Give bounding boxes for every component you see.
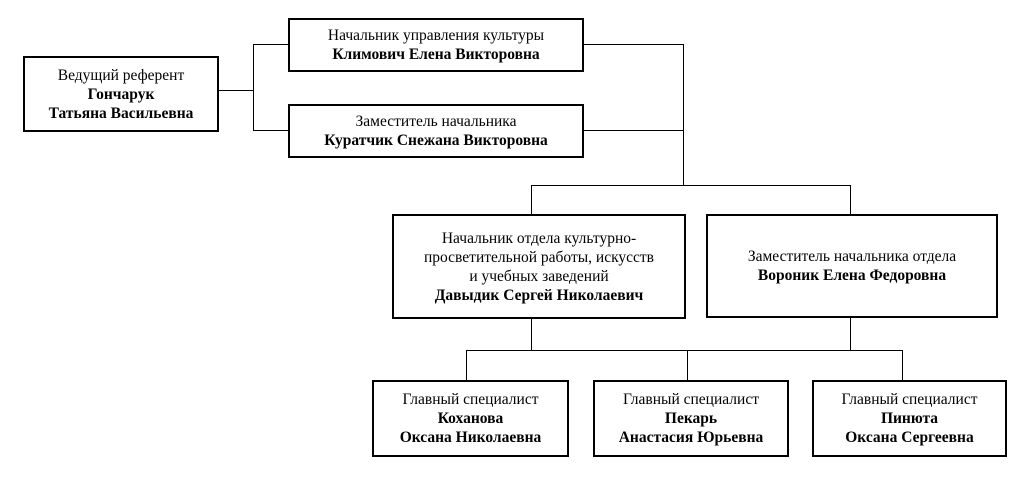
node-name: Анастасия Юрьевна <box>618 429 764 446</box>
node-dept-deputy: Заместитель начальника отдела Вороник Ел… <box>706 214 998 318</box>
connector-head-right <box>583 44 684 45</box>
connector-referent-out <box>218 90 254 91</box>
connector-to-dept-head <box>531 185 532 215</box>
node-lead-referent: Ведущий референт Гончарук Татьяна Василь… <box>23 56 219 132</box>
node-specialist-1: Главный специалист Коханова Оксана Никол… <box>372 380 569 457</box>
node-name: Гончарук <box>87 85 155 103</box>
connector-to-spec1 <box>466 350 467 381</box>
node-role: Заместитель начальника отдела <box>747 248 957 265</box>
node-name: Оксана Сергеевна <box>845 429 974 446</box>
connector-main-trunk <box>683 44 684 186</box>
node-name: Коханова <box>437 410 504 427</box>
node-name: Вороник Елена Федоровна <box>757 267 947 284</box>
node-specialist-2: Главный специалист Пекарь Анастасия Юрье… <box>593 380 789 457</box>
node-name: Давыдик Сергей Николаевич <box>434 286 644 304</box>
node-head-of-culture: Начальник управления культуры Климович Е… <box>288 18 584 72</box>
connector-dept-bar <box>531 185 851 186</box>
connector-spec-bar <box>466 350 903 351</box>
connector-to-dept-deputy <box>850 185 851 215</box>
node-role: Начальник управления культуры <box>327 27 545 44</box>
connector-to-spec3 <box>902 350 903 381</box>
node-name: Оксана Николаевна <box>399 429 542 446</box>
connector-referent-trunk <box>253 44 254 131</box>
node-name: Климович Елена Викторовна <box>332 46 540 63</box>
node-specialist-3: Главный специалист Пинюта Оксана Сергеев… <box>812 380 1007 457</box>
node-role: Главный специалист <box>623 391 759 408</box>
node-deputy-head: Заместитель начальника Куратчик Снежана … <box>288 104 584 158</box>
node-name: Пинюта <box>880 410 939 427</box>
connector-dept-head-down <box>531 318 532 351</box>
node-role: Заместитель начальника <box>355 113 517 130</box>
connector-to-head <box>253 44 289 45</box>
node-name: Пекарь <box>664 410 718 427</box>
node-role: Главный специалист <box>402 391 539 408</box>
node-role: и учебных заведений <box>469 267 609 285</box>
connector-to-spec2 <box>687 350 688 381</box>
node-role: Ведущий референт <box>57 66 185 84</box>
node-role: Начальник отдела культурно- <box>441 229 637 247</box>
connector-deputy-right <box>583 130 684 131</box>
connector-to-deputy <box>253 130 289 131</box>
node-role: просветительной работы, искусств <box>424 248 654 266</box>
node-name: Куратчик Снежана Викторовна <box>324 132 548 149</box>
node-role: Главный специалист <box>841 391 978 408</box>
node-name: Татьяна Васильевна <box>48 104 194 122</box>
node-dept-head: Начальник отдела культурно- просветитель… <box>392 214 686 319</box>
connector-dept-deputy-down <box>850 317 851 351</box>
